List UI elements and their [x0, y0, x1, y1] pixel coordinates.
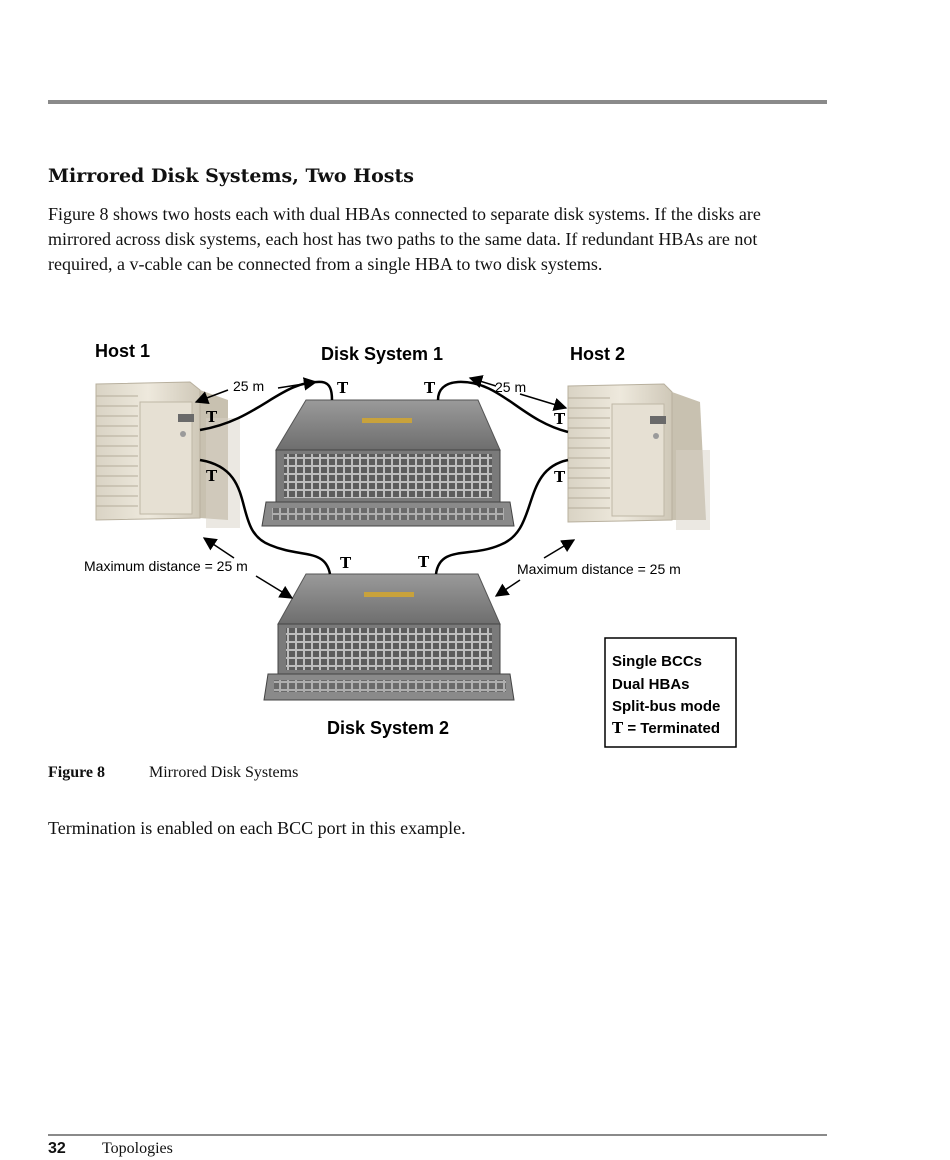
max-distance-label-right: Maximum distance = 25 m [517, 561, 681, 577]
disk-system2-icon [263, 573, 515, 701]
legend-term-letter: T [612, 719, 624, 737]
intro-paragraph: Figure 8 shows two hosts each with dual … [48, 204, 761, 274]
footer-rule [48, 1134, 827, 1136]
terminator-mark: T [206, 408, 218, 426]
cable-host1-disk2 [199, 458, 332, 575]
host1-label: Host 1 [95, 341, 150, 361]
distance-arrows [194, 375, 576, 599]
terminator-mark: T [424, 379, 436, 397]
disk-system1-label: Disk System 1 [321, 344, 443, 364]
closing-paragraph: Termination is enabled on each BCC port … [48, 818, 466, 838]
host2-label: Host 2 [570, 344, 625, 364]
cable-host2-disk1 [436, 380, 569, 434]
disk-system2-label: Disk System 2 [327, 718, 449, 738]
legend-item: T = Terminated [612, 719, 720, 737]
header-rule [48, 100, 827, 104]
legend-item: Dual HBAs [612, 676, 690, 693]
terminator-mark: T [554, 410, 566, 428]
distance-label-right: 25 m [495, 379, 526, 395]
legend-item: Split-bus mode [612, 698, 720, 715]
page-number: 32 [48, 1140, 66, 1157]
mirrored-disk-diagram: Host 1 Disk System 1 Host 2 Disk System … [84, 341, 737, 748]
disk-system1-icon [261, 399, 515, 527]
terminator-mark: T [206, 467, 218, 485]
legend-item: Single BCCs [612, 653, 702, 670]
section-heading: Mirrored Disk Systems, Two Hosts [48, 165, 414, 187]
terminator-mark: T [337, 379, 349, 397]
max-distance-label-left: Maximum distance = 25 m [84, 558, 248, 574]
terminator-mark: T [340, 554, 352, 572]
distance-label-left: 25 m [233, 378, 264, 394]
footer-section-title: Topologies [102, 1140, 173, 1157]
page-footer: 32 Topologies [48, 1140, 173, 1158]
figure-number: Figure 8 [48, 764, 106, 781]
legend-term-text: = Terminated [623, 720, 720, 737]
host2-server-icon [567, 383, 710, 530]
figure-caption: Figure 8 Mirrored Disk Systems [48, 764, 298, 782]
figure-title: Mirrored Disk Systems [149, 764, 299, 781]
legend-box: Single BCCs Dual HBAs Split-bus mode T =… [604, 637, 737, 748]
terminator-mark: T [418, 553, 430, 571]
host1-server-icon [95, 381, 240, 528]
terminator-mark: T [554, 468, 566, 486]
cable-host2-disk2 [434, 458, 569, 575]
